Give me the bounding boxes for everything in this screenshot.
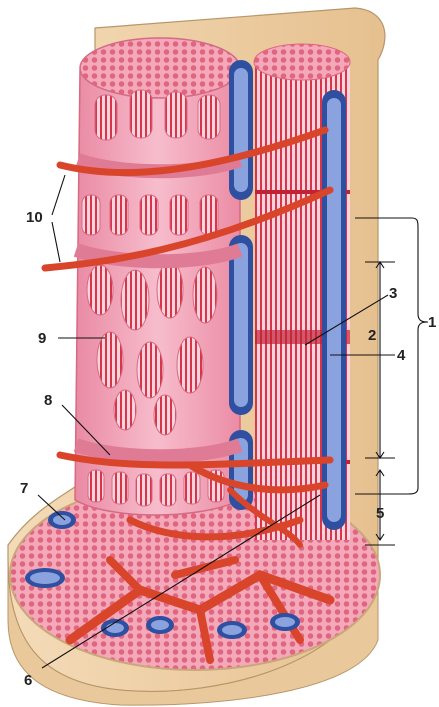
label-2: 2 — [368, 327, 376, 344]
annotation-lines — [37, 174, 429, 669]
capillaries — [41, 126, 334, 548]
reticulum-windows — [81, 89, 225, 507]
label-4: 4 — [397, 347, 406, 364]
label-3: 3 — [389, 285, 397, 302]
labels: 1 2 3 4 5 6 7 8 9 10 — [20, 209, 436, 689]
label-7: 7 — [20, 480, 28, 497]
label-5: 5 — [376, 505, 384, 522]
label-6: 6 — [24, 672, 32, 689]
label-8: 8 — [44, 392, 52, 409]
label-1: 1 — [428, 314, 436, 331]
label-9: 9 — [38, 330, 46, 347]
label-10: 10 — [26, 209, 43, 226]
myofibril-bundle — [253, 43, 351, 540]
